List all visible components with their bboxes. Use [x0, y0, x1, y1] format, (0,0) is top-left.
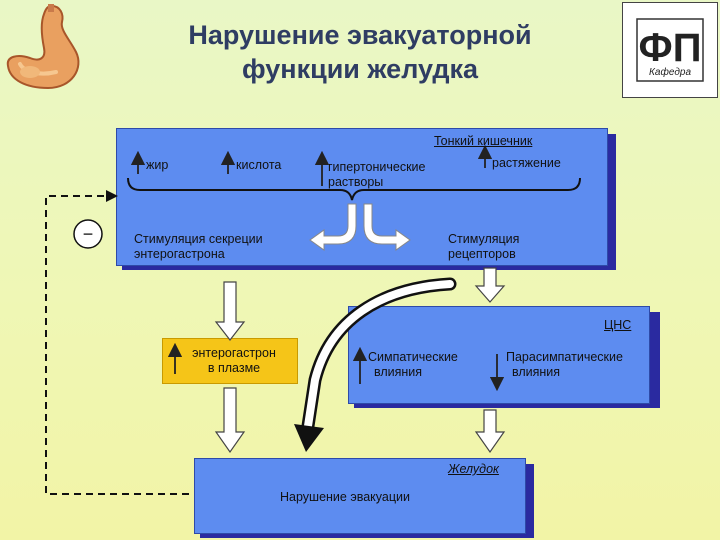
stomach-illustration [6, 4, 80, 90]
cns-heading: ЦНС [604, 318, 632, 332]
enterogastrone-line-1: Стимуляция секреции [134, 232, 263, 246]
inhibition-minus-icon [73, 219, 103, 249]
stomach-box [194, 458, 526, 534]
factor-acid: кислота [236, 158, 282, 172]
block-arrow-plasma-to-stomach [214, 387, 246, 454]
intestine-box [116, 128, 608, 266]
title-line-1: Нарушение эвакуаторной [188, 20, 532, 50]
stomach-heading: Желудок [448, 462, 499, 476]
receptor-stimulation: Стимуляция рецепторов [448, 232, 519, 262]
enterogastrone-stimulation: Стимуляция секреции энтерогастрона [134, 232, 263, 262]
split-arrows-icon [309, 203, 411, 251]
factor-hypertonic-line-2: растворы [328, 175, 384, 189]
plasma-label: энтерогастрон в плазме [182, 346, 286, 376]
department-logo: ФП Кафедра [622, 2, 718, 98]
plasma-box [162, 338, 298, 384]
parasympathetic-line-1: Парасимпатические [506, 350, 623, 364]
block-arrow-receptors-to-cns [474, 267, 506, 303]
feedback-dashed-line [45, 195, 194, 495]
enterogastrone-line-2: энтерогастрона [134, 247, 225, 261]
block-arrow-cns-to-stomach [474, 409, 506, 454]
factors-brace [127, 177, 581, 201]
parasympathetic-line-2: влияния [512, 365, 561, 379]
factor-hypertonic-line-1: гипертонические [328, 160, 426, 174]
page-title: Нарушение эвакуаторной функции желудка [110, 18, 610, 86]
evacuation-disorder-label: Нарушение эвакуации [280, 490, 410, 504]
factor-distension: растяжение [492, 156, 561, 170]
title-line-2: функции желудка [241, 54, 478, 84]
parasympathetic-label: Парасимпатические влияния [506, 350, 623, 380]
intestine-heading: Тонкий кишечник [434, 134, 533, 148]
logo-caption: Кафедра [649, 66, 691, 78]
factor-hypertonic: гипертонические растворы [328, 160, 425, 190]
inhibition-sign: − [83, 224, 94, 244]
logo-letters: ФП [639, 26, 702, 70]
receptor-line-1: Стимуляция [448, 232, 520, 246]
factor-fat: жир [146, 158, 169, 172]
receptor-line-2: рецепторов [448, 247, 516, 261]
sympathetic-line-1: Симпатические [368, 350, 458, 364]
sympathetic-line-2: влияния [374, 365, 423, 379]
curved-arrow-receptors-to-stomach [294, 277, 457, 452]
plasma-line-2: в плазме [207, 361, 261, 375]
sympathetic-label: Симпатические влияния [368, 350, 458, 380]
logo-emblem-icon: ФП Кафедра [636, 18, 704, 82]
plasma-line-1: энтерогастрон [192, 346, 276, 360]
block-arrow-intestine-to-plasma [214, 281, 246, 341]
